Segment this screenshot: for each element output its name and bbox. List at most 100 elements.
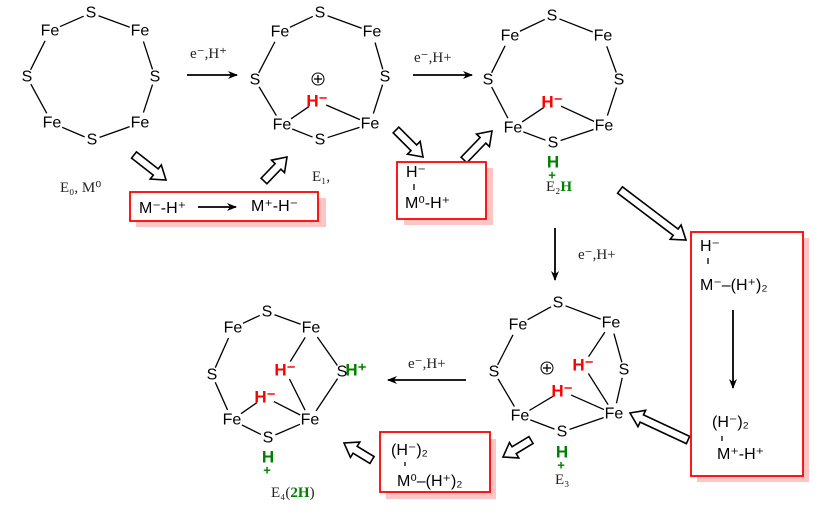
bond-e2h: [521, 107, 545, 123]
atom-fe-e3: Fe: [509, 317, 528, 334]
atom-fe-e2h: Fe: [501, 28, 520, 45]
bond-e4: [240, 402, 258, 415]
atom-fe-e4: Fe: [302, 320, 321, 337]
bond-e1: [290, 106, 310, 120]
bond-e3: [615, 377, 623, 404]
bond-e3: [527, 306, 552, 321]
atom-fe-e3: Fe: [605, 406, 624, 423]
atom-s-e3: S: [619, 362, 630, 379]
atom-s-e2h: S: [483, 72, 494, 89]
bond-e2h: [490, 45, 506, 74]
atom-plus-e4: +: [263, 463, 271, 478]
state-label-e4: E₄(2H): [271, 485, 315, 501]
hollow-arrow-icon-1: [130, 150, 168, 181]
box-e2h-state: H⁻ M⁻–(H⁺)₂ (H⁻)₂ M⁺-H⁺: [690, 231, 809, 482]
state-label-e3: E₃: [555, 472, 569, 488]
atom-fe-e0: Fe: [131, 115, 150, 132]
atom-h-e3: H: [556, 443, 568, 462]
atom-s-e4: S: [262, 304, 273, 321]
bond-e3: [613, 333, 623, 363]
atom-h-minus-e4: H⁻: [254, 388, 275, 407]
atom-h-minus-e3: H⁻: [572, 356, 593, 375]
bond-e4: [214, 382, 229, 411]
box1-right: M⁺-H⁻: [251, 198, 298, 215]
bond-e1: [289, 15, 314, 28]
atom-fe-e0: Fe: [43, 115, 62, 132]
bond-e1: [327, 126, 360, 139]
bond-e4: [274, 314, 301, 325]
atom-s-e0: S: [150, 69, 161, 86]
bond-e0: [98, 15, 130, 28]
bond-e0: [142, 41, 154, 70]
bond-e4: [315, 378, 339, 412]
bond-e1: [258, 41, 276, 74]
bond-e3: [529, 395, 554, 411]
hollow-arrow-icon-2: [259, 155, 288, 185]
bond-e3: [569, 416, 604, 430]
box3-middle: M⁻–(H⁺)₂: [700, 277, 768, 294]
atom-fe-e1: Fe: [361, 116, 380, 133]
atom-fe-e1: Fe: [271, 24, 290, 41]
box2-top: H⁻: [406, 164, 426, 181]
atom-s-e0: S: [86, 5, 97, 22]
atom-fe-e0: Fe: [131, 23, 150, 40]
atom-fe-e3: Fe: [602, 315, 621, 332]
bond-e0: [29, 40, 46, 71]
atom-s-e3: S: [553, 295, 564, 312]
state-e2: E₂: [546, 179, 560, 195]
bond-e4: [214, 337, 230, 368]
atom-s-e2h: S: [614, 72, 625, 89]
atom-s-e4: S: [263, 430, 274, 447]
atom-fe-e1: Fe: [363, 24, 382, 41]
bond-e2h: [560, 128, 594, 142]
box3-lower-bottom: M⁺-H⁺: [717, 446, 764, 463]
bond-e2h: [606, 46, 617, 73]
bond-e1: [372, 84, 384, 114]
bond-e3: [530, 419, 555, 430]
bond-e1: [258, 86, 277, 116]
hollow-arrow-icon-4: [459, 129, 493, 164]
hollow-arrows: [130, 126, 691, 465]
atom-h-e2h: H: [547, 153, 559, 172]
bond-e1: [374, 42, 384, 70]
atom-s-e1: S: [315, 5, 326, 22]
box-e1-state: H⁻ M⁰-H⁺: [396, 161, 493, 225]
atom-plus-e3: +: [557, 458, 565, 473]
bond-e2h: [559, 18, 593, 33]
bond-e2h: [519, 18, 546, 32]
bond-e3: [497, 334, 514, 366]
atom-plus-e2h: +: [548, 168, 556, 183]
bond-e1: [327, 15, 362, 29]
bond-e0: [30, 83, 48, 114]
bond-e2h: [523, 131, 546, 141]
box2-bottom: M⁰-H⁺: [405, 195, 450, 212]
state-e4: E₄(: [271, 485, 290, 501]
bond-e0: [142, 84, 154, 113]
bond-e4: [273, 400, 301, 416]
hollow-arrow-icon-3: [392, 126, 424, 158]
atom-s-e4: S: [207, 367, 218, 384]
state-e2-h: H: [560, 179, 572, 195]
hollow-arrow-icon-8: [342, 441, 376, 465]
cation-symbol-e1: [311, 72, 325, 86]
atom-s-e1: S: [315, 132, 326, 149]
bond-e0: [61, 126, 85, 138]
bonds: [29, 15, 623, 436]
atom-s-e3: S: [489, 364, 500, 381]
atom-h-minus-e4: H⁻: [274, 361, 295, 380]
box3-lower-top: (H⁻)₂: [712, 414, 749, 431]
reaction-label-1: e⁻,H⁺: [190, 46, 227, 62]
atom-h-minus-e3: H⁻: [551, 382, 572, 401]
atom-fe-e4: Fe: [301, 412, 320, 429]
atom-s-e1: S: [380, 69, 391, 86]
atom-fe-e4: Fe: [223, 412, 242, 429]
atoms: FeSFeSFeSFeSFeSFeSFeSFeSH⁻FeSFeSFeSFeSH⁻…: [22, 5, 630, 478]
box4-bottom: M⁰–(H⁺)₂: [397, 473, 463, 490]
bond-e3: [570, 394, 605, 411]
reaction-label-2: e⁻,H+: [414, 50, 452, 66]
bond-e4: [289, 337, 306, 362]
atom-fe-e2h: Fe: [594, 28, 613, 45]
box1-left: M⁻-H⁺: [139, 200, 186, 217]
bond-e4: [275, 423, 301, 436]
